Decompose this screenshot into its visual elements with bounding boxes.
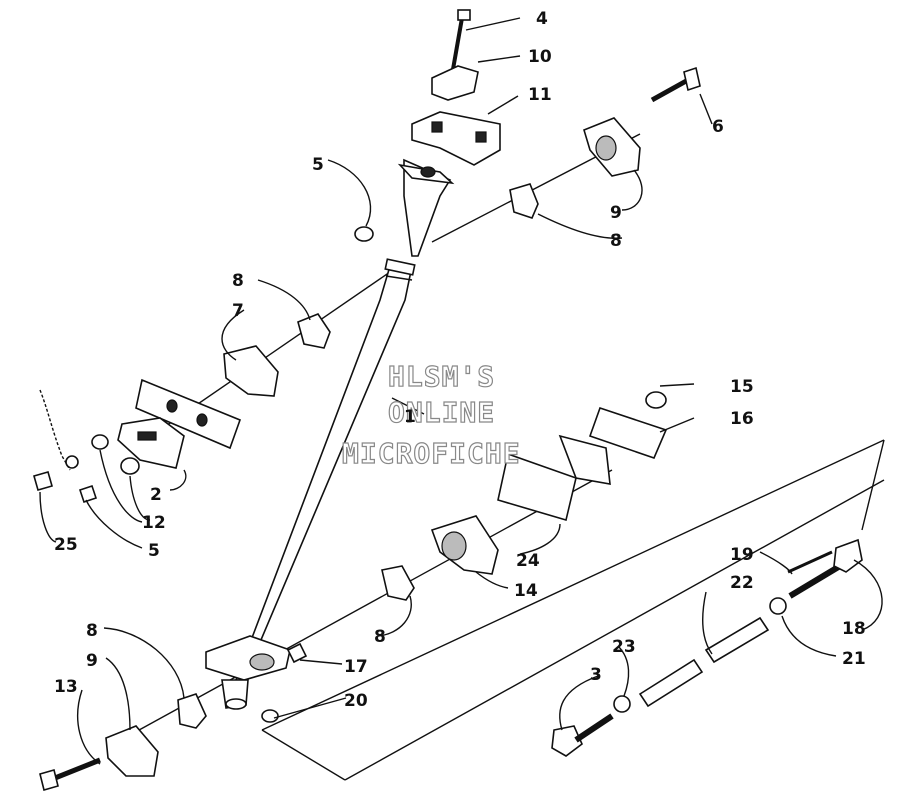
leader-lines xyxy=(39,17,883,765)
callout-16: 16 xyxy=(730,409,754,429)
callout-22: 22 xyxy=(730,573,754,593)
lower-left-assembly xyxy=(39,693,207,791)
right-upper-clamp-assembly xyxy=(509,66,701,219)
callout-2: 2 xyxy=(150,485,162,505)
callout-labels: 1 2 3 4 5 5 6 7 8 8 8 8 9 9 10 11 12 13 … xyxy=(54,9,866,711)
callout-8-lower-right: 8 xyxy=(374,627,386,647)
frame-line-lower xyxy=(344,479,885,781)
watermark-line-1: HLSM'S xyxy=(388,360,495,393)
upper-clamp-assembly xyxy=(411,9,501,166)
lower-axis-line xyxy=(129,469,613,736)
callout-7: 7 xyxy=(232,301,244,321)
tie-rod-assembly xyxy=(261,538,863,757)
callout-21: 21 xyxy=(842,649,866,669)
callout-20: 20 xyxy=(344,691,368,711)
frame-line-right xyxy=(861,439,885,531)
callout-1: 1 xyxy=(404,407,416,427)
callout-10: 10 xyxy=(528,47,552,67)
frame-line-left xyxy=(261,729,346,781)
frame-line-upper xyxy=(261,439,885,731)
callout-25: 25 xyxy=(54,535,78,555)
callout-18: 18 xyxy=(842,619,866,639)
nut-upper xyxy=(354,226,374,242)
callout-5-upper: 5 xyxy=(312,155,324,175)
callout-3: 3 xyxy=(590,665,602,685)
callout-24: 24 xyxy=(516,551,540,571)
callout-23: 23 xyxy=(612,637,636,657)
callout-9-lower: 9 xyxy=(86,651,98,671)
callout-5-lower: 5 xyxy=(148,541,160,561)
callout-15: 15 xyxy=(730,377,754,397)
callout-8-middle: 8 xyxy=(232,271,244,291)
callout-11: 11 xyxy=(528,85,552,105)
callout-8-upper: 8 xyxy=(610,231,622,251)
callout-13: 13 xyxy=(54,677,78,697)
callout-9-upper: 9 xyxy=(610,203,622,223)
left-middle-assembly xyxy=(33,313,331,504)
callout-17: 17 xyxy=(344,657,368,677)
watermark: HLSM'S ONLINE MICROFICHE xyxy=(341,359,521,470)
watermark-line-2: ONLINE xyxy=(388,396,495,429)
callout-6: 6 xyxy=(712,117,724,137)
callout-8-lower-left: 8 xyxy=(86,621,98,641)
steering-post xyxy=(205,158,455,710)
callout-4: 4 xyxy=(536,9,548,29)
right-middle-assembly xyxy=(381,391,668,601)
watermark-line-3: MICROFICHE xyxy=(342,437,521,470)
callout-14: 14 xyxy=(514,581,538,601)
callout-12: 12 xyxy=(142,513,166,533)
callout-19: 19 xyxy=(730,545,754,565)
